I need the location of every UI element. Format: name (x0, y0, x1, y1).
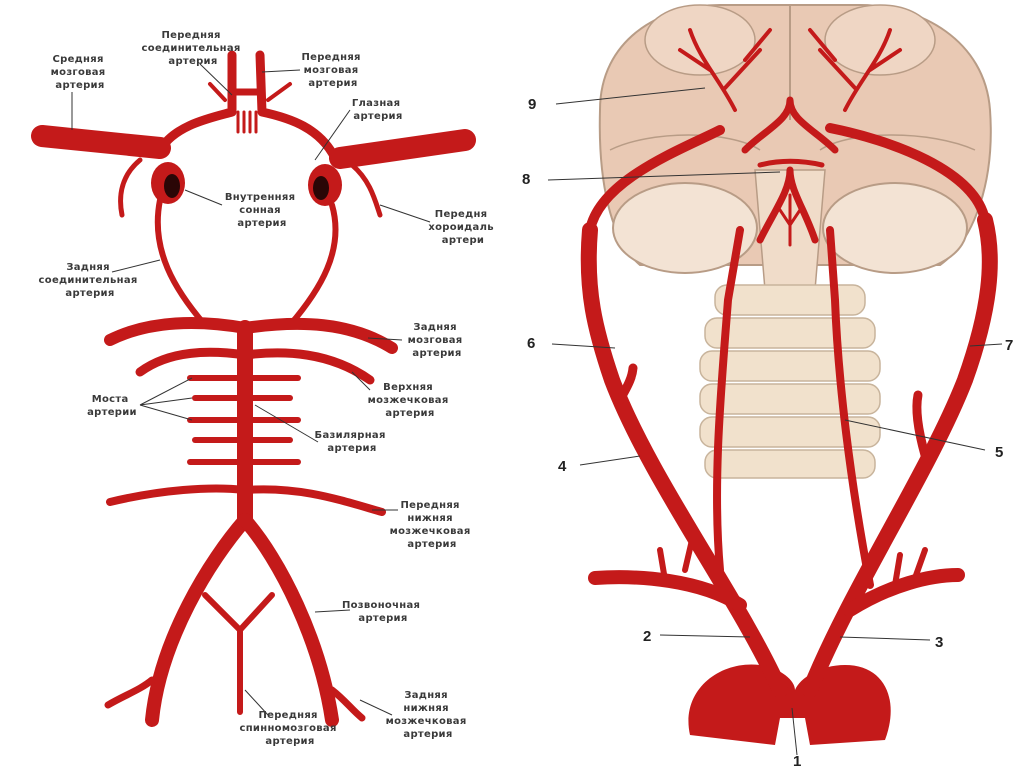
posterior-cerebral-left (104, 317, 251, 346)
label-pcom: Задняя соединительная артерия (39, 262, 142, 299)
number-5: 5 (995, 444, 1003, 461)
brain-and-neck-arteries-diagram: 1 2 3 4 5 6 7 8 9 (522, 4, 1013, 767)
posterior-communicating-left (154, 197, 208, 328)
middle-cerebral-artery-left (31, 125, 171, 159)
label-basilar: Базилярная артерия (315, 430, 390, 454)
ophthalmic-artery-right (266, 82, 292, 102)
number-6: 6 (527, 335, 535, 352)
right-number-labels: 1 2 3 4 5 6 7 8 9 (522, 96, 1013, 767)
middle-cerebral-artery-right (329, 129, 476, 169)
number-8: 8 (522, 171, 530, 188)
label-anterior-spinal: Передняя спинномозговая артерия (240, 710, 341, 747)
anterior-spinal-artery (202, 592, 275, 715)
brain-illustration (598, 4, 992, 291)
common-carotid-left (580, 222, 788, 698)
label-aica: Передняя нижняя мозжечковая артерия (390, 500, 475, 550)
left-leader-lines (71, 63, 431, 716)
number-7: 7 (1005, 337, 1013, 354)
left-labels: Средняя мозговая артерия Передняя соедин… (39, 30, 497, 747)
vertebral-artery-right (238, 513, 339, 727)
vertebral-artery-left (145, 513, 252, 727)
subclavian-right (843, 568, 965, 617)
label-ica: Внутренняя сонная артерия (225, 192, 299, 229)
number-9: 9 (528, 96, 536, 113)
posterior-communicating-right (287, 202, 339, 328)
label-vertebral: Позвоночная артерия (342, 600, 424, 624)
anterior-cerebral-artery-right (255, 50, 340, 163)
label-anterior-choroidal: Передня хороидаль артери (428, 209, 497, 246)
label-aca: Передняя мозговая артерия (301, 52, 364, 89)
number-3: 3 (935, 634, 943, 651)
right-leader-lines (547, 87, 1003, 756)
label-pica: Задняя нижняя мозжечковая артерия (386, 690, 471, 740)
number-4: 4 (558, 458, 567, 475)
label-mca: Средняя мозговая артерия (51, 54, 110, 91)
vertebral-left-image (826, 226, 874, 589)
ophthalmic-artery-left (208, 82, 227, 102)
anterior-inferior-cerebellar-artery (106, 484, 386, 516)
number-2: 2 (643, 628, 651, 645)
label-pca: Задняя мозговая артерия (408, 322, 467, 359)
circle-of-willis-diagram: Средняя мозговая артерия Передняя соедин… (31, 30, 497, 747)
label-ophthalmic: Глазная артерия (352, 98, 404, 122)
label-acom: Передняя соединительная артерия (142, 30, 245, 67)
label-pontine: Моста артерии (87, 394, 137, 418)
cervical-vertebrae (699, 284, 881, 479)
posterior-cerebral-right (239, 317, 398, 354)
aortic-arch (688, 664, 891, 745)
anterior-cerebral-artery-left (155, 50, 237, 155)
subclavian-left (588, 570, 747, 612)
label-sca: Верхняя мозжечковая артерия (368, 382, 453, 419)
vertebral-right-image (713, 226, 744, 574)
number-1: 1 (793, 753, 801, 767)
